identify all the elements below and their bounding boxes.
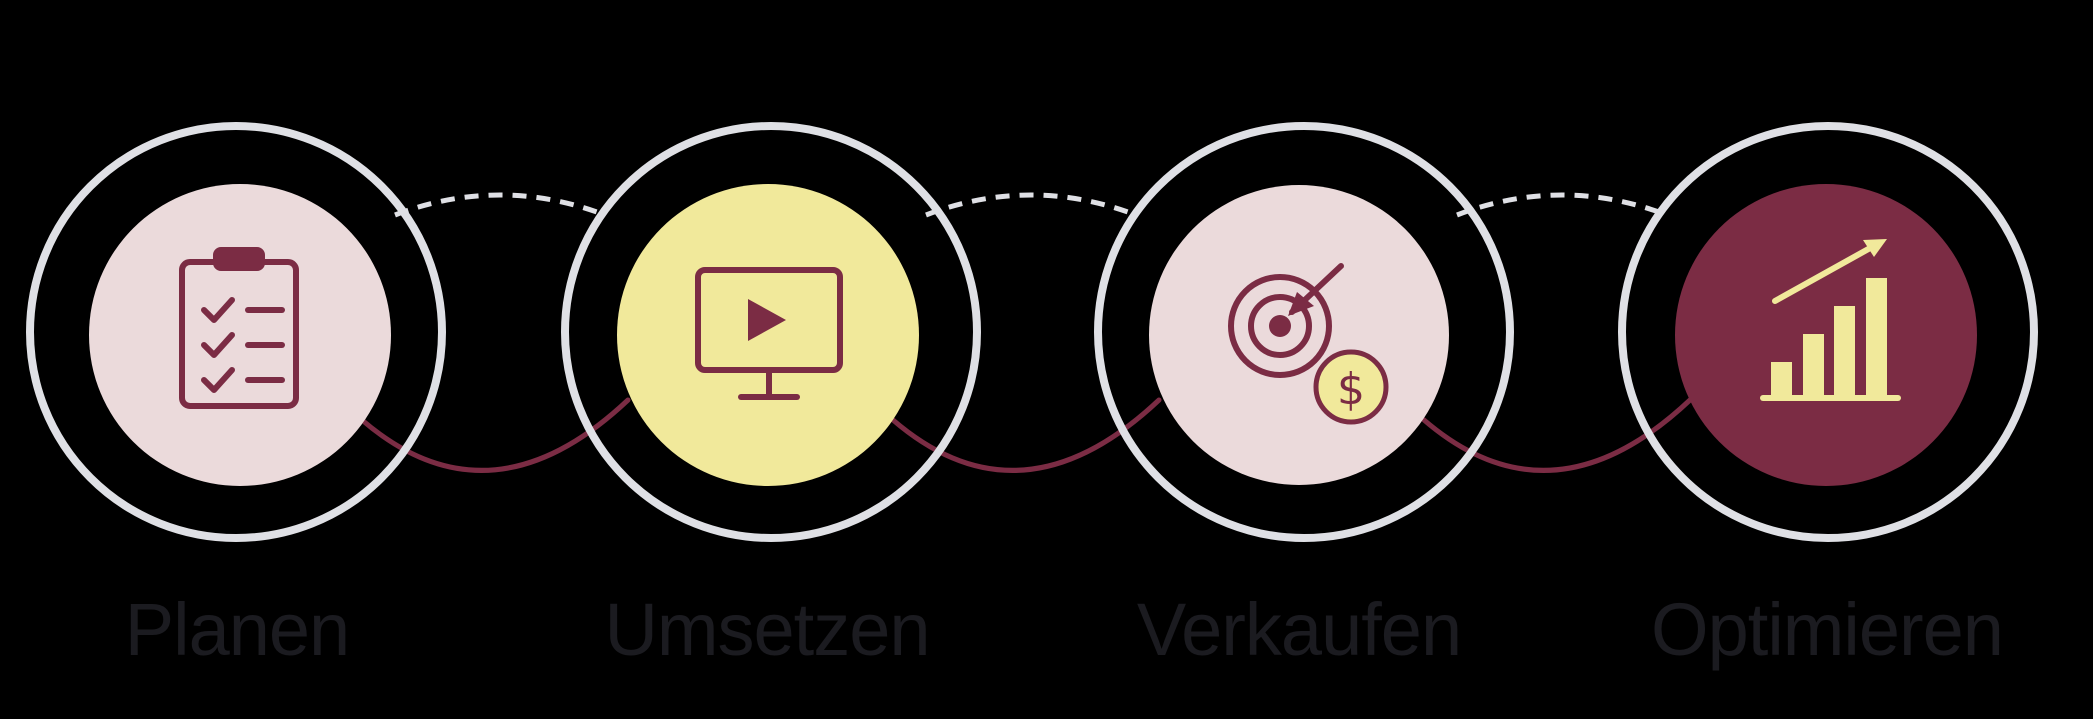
step-verkaufen: Verkaufen — [1069, 0, 1529, 719]
monitor-play-icon — [695, 267, 843, 400]
ring-umsetzen — [561, 122, 981, 542]
step-label: Umsetzen — [604, 588, 930, 671]
dollar-sign: $ — [1337, 364, 1365, 415]
ring-verkaufen — [1094, 122, 1514, 542]
target-dollar-icon: $ — [1228, 263, 1389, 425]
step-umsetzen: Umsetzen — [537, 0, 997, 719]
growth-chart-icon — [1760, 239, 1901, 401]
dashed-arc-3-4 — [1456, 192, 1668, 218]
disc-umsetzen — [617, 184, 919, 486]
dashed-arc-1-2 — [394, 192, 606, 218]
step-planen: Planen — [7, 0, 467, 719]
disc-optimieren — [1675, 184, 1977, 486]
connector-arc-3-4 — [1421, 397, 1693, 473]
disc-planen — [89, 184, 391, 486]
step-optimieren: Optimieren — [1597, 0, 2057, 719]
clipboard-checklist-icon — [179, 247, 299, 409]
dollar-coin — [1313, 349, 1389, 425]
step-label: Verkaufen — [1136, 588, 1462, 671]
step-label: Planen — [124, 588, 350, 671]
ring-planen — [26, 122, 446, 542]
ring-optimieren — [1618, 122, 2038, 542]
dashed-arc-2-3 — [925, 192, 1137, 218]
step-label: Optimieren — [1651, 588, 2004, 671]
outer-rings — [26, 122, 2038, 542]
dashed-top-arcs — [394, 192, 1668, 218]
